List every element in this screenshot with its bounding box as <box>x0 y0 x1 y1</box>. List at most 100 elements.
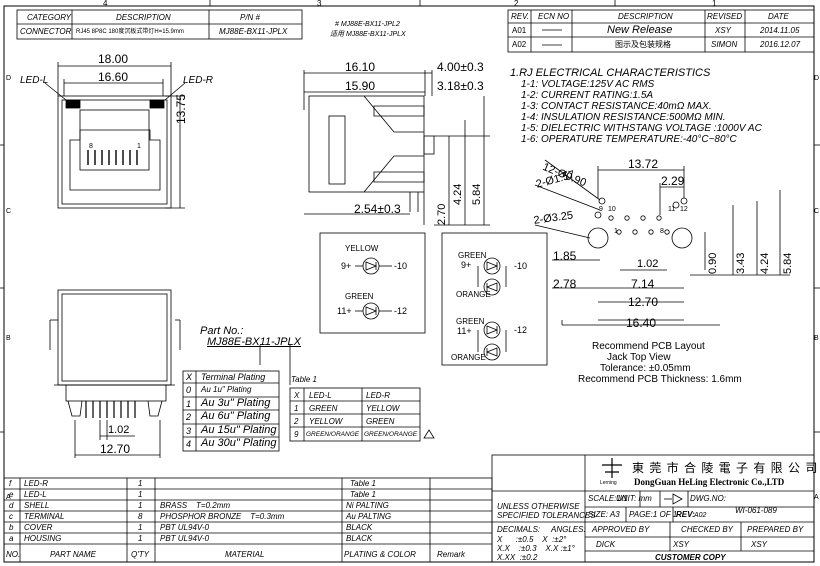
pin-1-label: 1 <box>137 143 141 150</box>
date-header: DATE <box>768 12 789 21</box>
desc-header: DESCRIPTION <box>618 12 673 21</box>
bom-name: SHELL <box>24 501 50 510</box>
rev-value: A02 <box>694 512 707 519</box>
bom-header: PART NAME <box>50 550 96 559</box>
electrical-item: 1-4: INSULATION RESISTANCE:500MΩ MIN. <box>521 112 726 123</box>
bom-header: PLATING & COLOR <box>344 550 416 559</box>
dim-16-60: 16.60 <box>98 70 129 84</box>
back-view <box>49 289 181 458</box>
part-line-2: 适用 MJ88E-BX11-JPLX <box>330 31 406 38</box>
bom-name: TERMINAL <box>24 512 65 521</box>
rev-a01-date: 2014.11.05 <box>760 26 800 35</box>
side-view <box>303 70 490 226</box>
customer-copy: CUSTOMER COPY <box>655 553 726 562</box>
prepared-name: XSY <box>751 540 768 549</box>
plating-table-lines <box>182 370 280 452</box>
dim-5-84: 5.84 <box>471 183 483 205</box>
pcb-dim: 16.40 <box>626 316 657 330</box>
company-name-cn: 東 莞 市 合 陵 電 子 有 限 公 司 <box>632 461 819 475</box>
tolerance-line: UNLESS OTHERWISE <box>497 502 580 511</box>
led-right-g2-plus: 11+ <box>457 326 472 336</box>
dim-2-54: 2.54±0.3 <box>354 202 401 216</box>
plating-row-x: 3 <box>186 426 192 436</box>
table1-cell: GREEN <box>309 404 338 413</box>
table1-title: Table 1 <box>291 375 317 384</box>
dim-13-75: 13.75 <box>174 93 188 124</box>
led-r-label: LED-R <box>183 75 214 86</box>
led-box-right <box>441 232 548 366</box>
rev-a01: A01 <box>512 26 527 35</box>
bom-material: PBT UL94V-0 <box>160 534 210 543</box>
pcb-caption-line: Jack Top View <box>607 352 671 363</box>
led-left-bottom-pin-plus: 11+ <box>337 306 352 316</box>
led-right-g2: GREEN <box>456 317 485 326</box>
zone-letter: D <box>814 75 820 82</box>
zone-number: 4 <box>103 0 108 8</box>
approved-name: DICK <box>596 540 616 549</box>
table1-cell: 1 <box>294 404 299 413</box>
category-value: CONNECTOR <box>20 27 72 36</box>
dim-16-10: 16.10 <box>345 60 376 74</box>
pcb-caption-line: Recommend PCB Layout <box>592 341 705 352</box>
pcb-caption-line: Recommend PCB Thickness: 1.6mm <box>578 374 742 385</box>
dim-4-00: 4.00±0.3 <box>437 60 484 74</box>
bom-no: a <box>9 534 14 543</box>
pcb-dim: 12.70 <box>628 295 659 309</box>
bom-plating: Au PALTING <box>346 512 392 521</box>
dim-3-18: 3.18±0.3 <box>437 79 484 93</box>
electrical-title: 1.RJ ELECTRICAL CHARACTERISTICS <box>510 67 711 79</box>
plating-row-x: 1 <box>186 399 192 409</box>
bom-lines <box>3 477 493 563</box>
plating-row-value: Au 1u" Plating <box>201 385 252 394</box>
part-line-1: # MJ88E-BX11-JPL2 <box>335 21 400 28</box>
led-symbols <box>355 257 507 361</box>
table1-header: LED-L <box>309 391 332 400</box>
led-right-g1: GREEN <box>458 251 487 260</box>
pn-value: MJ88E-BX11-JPLX <box>219 27 288 36</box>
pcb-pin-label: 9 <box>599 206 603 213</box>
led-l-label: LED-L <box>20 75 49 86</box>
header-description: DESCRIPTION <box>116 13 171 22</box>
electrical-item: 1-6: OPERATURE TEMPERATURE:-40°C~80°C <box>521 134 737 145</box>
table1-cell: GREEN/ORANGE <box>306 431 360 438</box>
bom-no: b <box>9 523 14 532</box>
part-no-label: Part No.: <box>200 325 244 337</box>
size: SIZE: A3 <box>588 510 620 519</box>
table1-cell: YELLOW <box>309 417 343 426</box>
pcb-dim: 5.84 <box>782 252 794 274</box>
bom-qty: 1 <box>138 479 143 488</box>
zone-letter: C <box>6 208 12 215</box>
bom-name: LED-L <box>24 490 47 499</box>
revised-header: REVISED <box>707 12 743 21</box>
led-left-bottom-color: GREEN <box>345 292 374 301</box>
checked-name: XSY <box>673 540 690 549</box>
bom-no: e <box>9 490 14 499</box>
front-view <box>44 62 186 209</box>
tol-row: X.X :±0.3 X.X :±1° <box>497 544 575 553</box>
led-right-g2-minus: -12 <box>514 325 528 335</box>
dim-2-70: 2.70 <box>436 203 448 225</box>
approved-by-label: APPROVED BY <box>592 525 650 534</box>
bom-qty: 1 <box>138 490 143 499</box>
tol-row: X.XX :±0.2 <box>497 553 538 562</box>
rev-a01-by: XSY <box>715 26 732 35</box>
bom-qty: 1 <box>138 501 143 510</box>
bom-no: d <box>9 501 14 510</box>
zone-letter: C <box>814 208 820 215</box>
description-value: RJ45 8P8C 180度沉板式带灯H=15.9mm <box>76 29 184 35</box>
pcb-dim: 4.24 <box>759 252 771 274</box>
dim-15-90: 15.90 <box>345 79 376 93</box>
bom-material: BRASS T=0.2mm <box>160 501 231 510</box>
decimals: DECIMALS: <box>497 525 541 534</box>
company-name-en: DongGuan HeLing Electronic Co.,LTD <box>634 477 785 487</box>
table1-lines <box>289 387 435 442</box>
electrical-item: 1-1: VOLTAGE:125V AC RMS <box>521 79 655 90</box>
table1-cell: 9 <box>294 430 299 439</box>
zone-letter: A <box>6 494 11 501</box>
table1-cell: YELLOW <box>366 404 400 413</box>
bom-plating: BLACK <box>346 523 373 532</box>
dwg-no: WI-061-089 <box>735 506 777 515</box>
rev-a01-desc: New Release <box>607 24 673 36</box>
plating-row-value: Au 30u" Plating <box>201 437 277 449</box>
